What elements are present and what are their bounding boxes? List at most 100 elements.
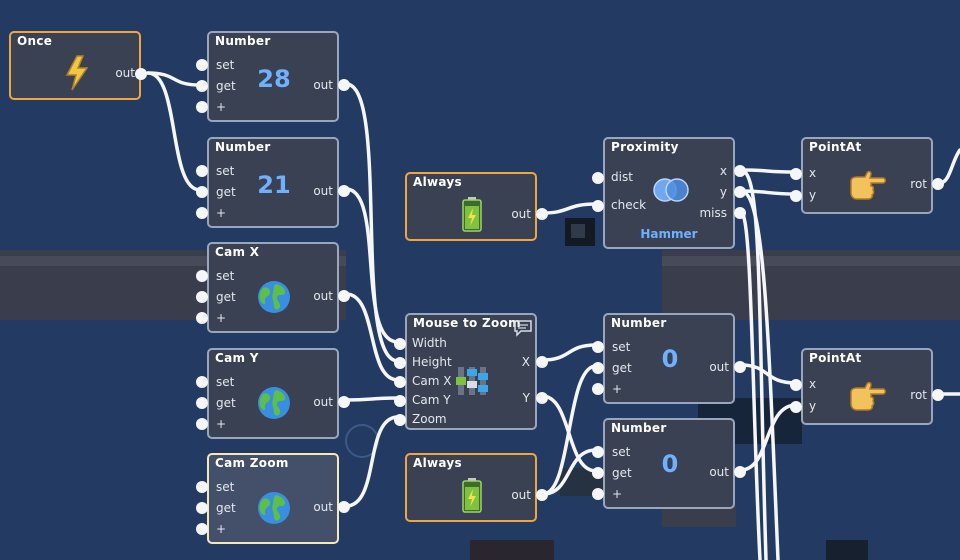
set-port-label: set [612,340,631,354]
get-port-dot[interactable] [196,291,208,303]
get-port-dot[interactable] [196,397,208,409]
plus-port-dot[interactable] [592,488,604,500]
y-port-dot[interactable] [536,392,548,404]
plus-port-label: + [216,311,227,325]
node-title: Once [17,34,53,48]
node-title: Cam Y [215,351,259,365]
out-port-label: out [511,207,531,221]
mouse-to-zoom-node[interactable]: Mouse to Zoom Width Height Cam X Cam Y Z… [394,313,548,430]
set-port-dot[interactable] [196,376,208,388]
out-port-dot[interactable] [536,489,548,501]
plus-port-label: + [216,100,227,114]
rot-port-dot[interactable] [932,178,944,190]
set-port-label: set [216,269,235,283]
cam-x-node[interactable]: Cam X set get + out [196,242,350,333]
number-node-0-b[interactable]: Number set get + 0 out [592,418,746,509]
x-port-dot[interactable] [536,356,548,368]
height-port-dot[interactable] [394,357,406,369]
out-port-dot[interactable] [734,361,746,373]
get-port-dot[interactable] [592,467,604,479]
get-port-dot[interactable] [196,502,208,514]
node-title: Cam X [215,245,260,259]
out-port-label: out [709,465,729,479]
check-port-label: check [611,198,647,212]
set-port-dot[interactable] [592,341,604,353]
node-title: Number [611,316,667,330]
get-port-label: get [216,185,236,199]
get-port-dot[interactable] [592,362,604,374]
number-node-0-a[interactable]: Number set get + 0 out [592,313,746,404]
out-port-dot[interactable] [338,290,350,302]
node-title: Always [413,456,462,470]
width-port-dot[interactable] [394,338,406,350]
node-title: Proximity [611,140,679,154]
get-port-label: get [216,290,236,304]
set-port-dot[interactable] [196,270,208,282]
get-port-label: get [216,79,236,93]
out-port-dot[interactable] [338,185,350,197]
comment-icon[interactable] [513,319,533,337]
plus-port-dot[interactable] [196,312,208,324]
x-port-dot[interactable] [790,379,802,391]
y-port-label: y [809,188,817,202]
x-port-label: x [809,377,817,391]
set-port-label: set [612,445,631,459]
dist-port-label: dist [611,170,633,184]
plus-port-dot[interactable] [196,101,208,113]
pointat-node-1[interactable]: PointAt x y rot [790,137,944,214]
cam-zoom-node[interactable]: Cam Zoom set get + out [196,453,350,544]
number-node-28[interactable]: Number set get + 28 out [196,31,350,122]
out-port-dot[interactable] [338,501,350,513]
rot-port-label: rot [910,388,927,402]
cam-x-port-dot[interactable] [394,376,406,388]
out-port-dot[interactable] [338,396,350,408]
y-port-dot[interactable] [790,190,802,202]
node-title: Cam Zoom [215,456,289,470]
cam-y-node[interactable]: Cam Y set get + out [196,348,350,439]
number-node-21[interactable]: Number set get + 21 out [196,137,350,228]
x-port-dot[interactable] [790,168,802,180]
overlap-circles-icon [653,178,689,202]
out-port-dot[interactable] [338,79,350,91]
y-port-label: y [809,399,817,413]
set-port-label: set [216,164,235,178]
out-port-dot[interactable] [135,68,147,80]
zoom-port-dot[interactable] [394,414,406,426]
rot-port-dot[interactable] [932,389,944,401]
cam-y-port-dot[interactable] [394,395,406,407]
get-port-label: get [216,396,236,410]
battery-icon [462,197,482,232]
y-port-dot[interactable] [734,186,746,198]
set-port-dot[interactable] [592,446,604,458]
target-name-label: Hammer [640,227,698,241]
x-port-dot[interactable] [734,165,746,177]
plus-port-dot[interactable] [196,523,208,535]
y-port-dot[interactable] [790,401,802,413]
proximity-node[interactable]: Proximity dist check Hammer x y miss [592,137,746,249]
get-port-label: get [216,501,236,515]
miss-port-dot[interactable] [734,207,746,219]
always-node-2[interactable]: Always out [405,453,548,522]
plus-port-dot[interactable] [196,418,208,430]
set-port-dot[interactable] [196,59,208,71]
always-node-1[interactable]: Always out [405,172,548,241]
set-port-dot[interactable] [196,481,208,493]
set-port-dot[interactable] [196,165,208,177]
get-port-dot[interactable] [196,80,208,92]
dist-port-dot[interactable] [592,172,604,184]
x-port-label: x [809,166,817,180]
out-port-dot[interactable] [536,208,548,220]
plus-port-label: + [612,487,623,501]
get-port-dot[interactable] [196,186,208,198]
cam-x-port-label: Cam X [412,374,452,388]
battery-icon [462,478,482,513]
node-title: Number [215,34,271,48]
once-node[interactable]: Once out [9,31,147,100]
pointat-node-2[interactable]: PointAt x y rot [790,348,944,425]
cam-y-port-label: Cam Y [412,393,451,407]
out-port-dot[interactable] [734,466,746,478]
plus-port-dot[interactable] [196,207,208,219]
plus-port-dot[interactable] [592,383,604,395]
check-port-dot[interactable] [592,200,604,212]
out-port-label: out [115,66,135,80]
